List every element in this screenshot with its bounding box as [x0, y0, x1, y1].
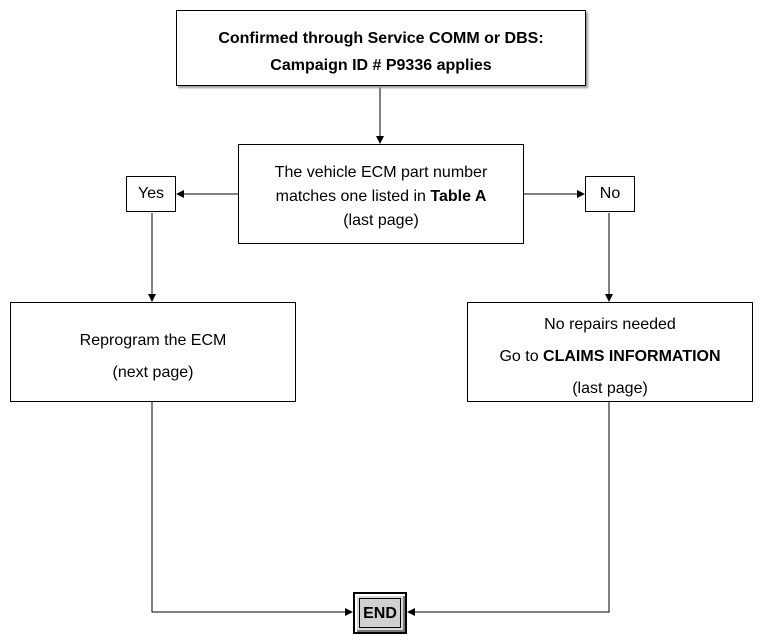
- claims-information-ref: CLAIMS INFORMATION: [543, 348, 721, 365]
- no-repairs-line-3: (last page): [572, 380, 648, 397]
- reprogram-line-1: Reprogram the ECM: [79, 332, 227, 349]
- start-condition-box: Confirmed through Service COMM or DBS: C…: [176, 10, 586, 86]
- start-line-1: Confirmed through Service COMM or DBS:: [218, 30, 544, 47]
- decision-line-3: (last page): [343, 212, 419, 229]
- decision-line-2: matches one listed in Table A: [239, 185, 523, 209]
- no-repairs-box: No repairs needed Go to CLAIMS INFORMATI…: [467, 302, 753, 402]
- end-terminal: END: [353, 592, 407, 634]
- decision-line-1: The vehicle ECM part number: [274, 164, 488, 181]
- decision-box: The vehicle ECM part number matches one …: [238, 144, 524, 244]
- decision-line-2-prefix: matches one listed in: [275, 188, 431, 205]
- arrow-reprogram-to-end: [151, 402, 353, 616]
- reprogram-box: Reprogram the ECM (next page): [10, 302, 296, 402]
- arrow-norepairs-to-end: [407, 402, 610, 616]
- reprogram-line-2: (next page): [112, 364, 194, 381]
- decision-table-ref: Table A: [430, 188, 487, 205]
- no-repairs-line-1: No repairs needed: [544, 316, 676, 333]
- no-repairs-line-2: Go to CLAIMS INFORMATION: [468, 341, 752, 373]
- start-line-2: Campaign ID # P9336 applies: [270, 57, 492, 74]
- yes-box: Yes: [126, 176, 176, 212]
- end-label: END: [359, 598, 401, 628]
- no-box: No: [585, 176, 635, 212]
- no-repairs-line-2-prefix: Go to: [499, 348, 544, 365]
